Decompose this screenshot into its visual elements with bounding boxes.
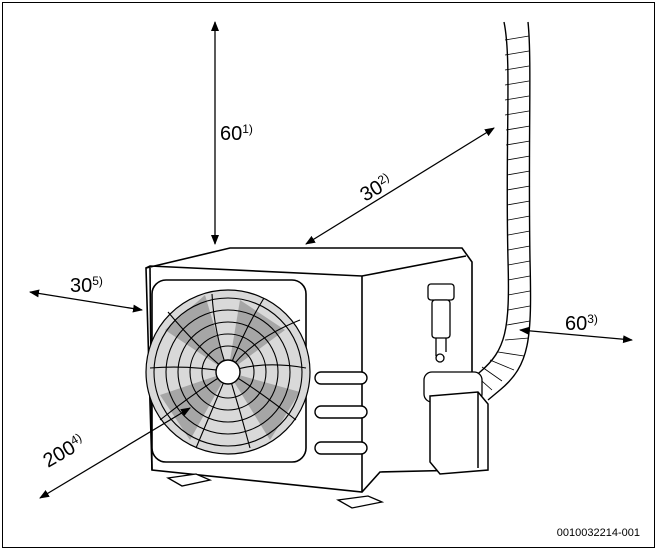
arrow-rear (305, 127, 495, 245)
refrigerant-pipe (467, 21, 532, 401)
fan-grille (145, 279, 311, 463)
clearance-left-label: 305) (70, 274, 103, 297)
terminal-cover (429, 391, 489, 475)
front-slots (314, 371, 368, 455)
clearance-front-label: 2004) (39, 430, 89, 472)
clearance-right-label: 603) (565, 312, 598, 335)
arrow-left (29, 289, 143, 313)
arrow-right (519, 326, 633, 344)
figure-id: 0010032214-001 (557, 527, 640, 539)
clearance-rear-label: 302) (356, 170, 396, 206)
clearance-arrows (29, 21, 633, 499)
arrow-front (39, 407, 191, 499)
clearance-top-label: 601) (220, 122, 253, 145)
